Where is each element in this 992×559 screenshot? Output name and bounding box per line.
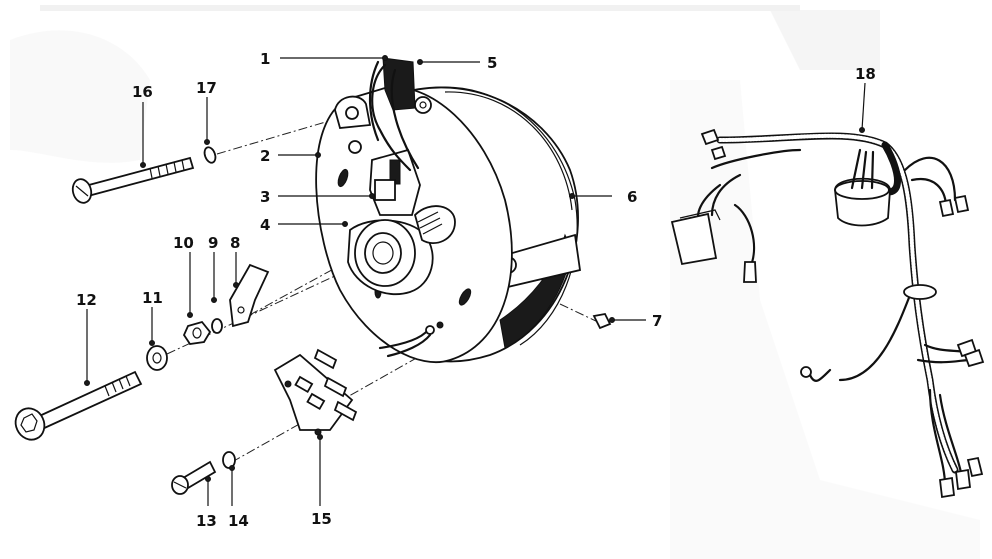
lower-leads — [378, 328, 430, 350]
callout-6: 6 — [627, 188, 637, 206]
socket-bolt — [14, 370, 143, 441]
callout-1: 1 — [260, 50, 270, 68]
callout-10: 10 — [173, 234, 194, 252]
background-ghost-shapes — [10, 5, 980, 559]
washer — [211, 318, 223, 334]
callout-14: 14 — [228, 512, 249, 530]
callout-2: 2 — [260, 147, 270, 165]
callout-13: 13 — [196, 512, 217, 530]
callout-17: 17 — [196, 79, 217, 97]
callout-9: 9 — [208, 234, 218, 252]
long-slotted-bolt — [71, 156, 195, 204]
callout-4: 4 — [260, 216, 270, 234]
terminal-connector — [368, 57, 432, 172]
callout-7: 7 — [652, 312, 662, 330]
leader-lines — [84, 55, 866, 506]
lock-washer — [146, 345, 168, 371]
spring-washer — [203, 146, 217, 164]
callout-15: 15 — [311, 510, 332, 528]
callout-labels: 1 2 3 4 5 6 7 8 9 10 11 12 13 14 15 16 1… — [76, 50, 876, 530]
rivet-pin — [592, 312, 612, 330]
callout-18: 18 — [855, 65, 876, 83]
terminal-plate — [273, 348, 358, 436]
callout-12: 12 — [76, 291, 97, 309]
rotor-hub — [347, 205, 456, 296]
callout-16: 16 — [132, 83, 153, 101]
alternator-assembly — [315, 57, 582, 364]
callout-5: 5 — [487, 54, 497, 72]
nut — [182, 320, 212, 345]
callout-11: 11 — [142, 289, 163, 307]
bracket — [229, 263, 270, 328]
callout-8: 8 — [230, 234, 240, 252]
callout-3: 3 — [260, 188, 270, 206]
wiring-harness — [670, 128, 985, 499]
slotted-screw — [171, 460, 217, 495]
